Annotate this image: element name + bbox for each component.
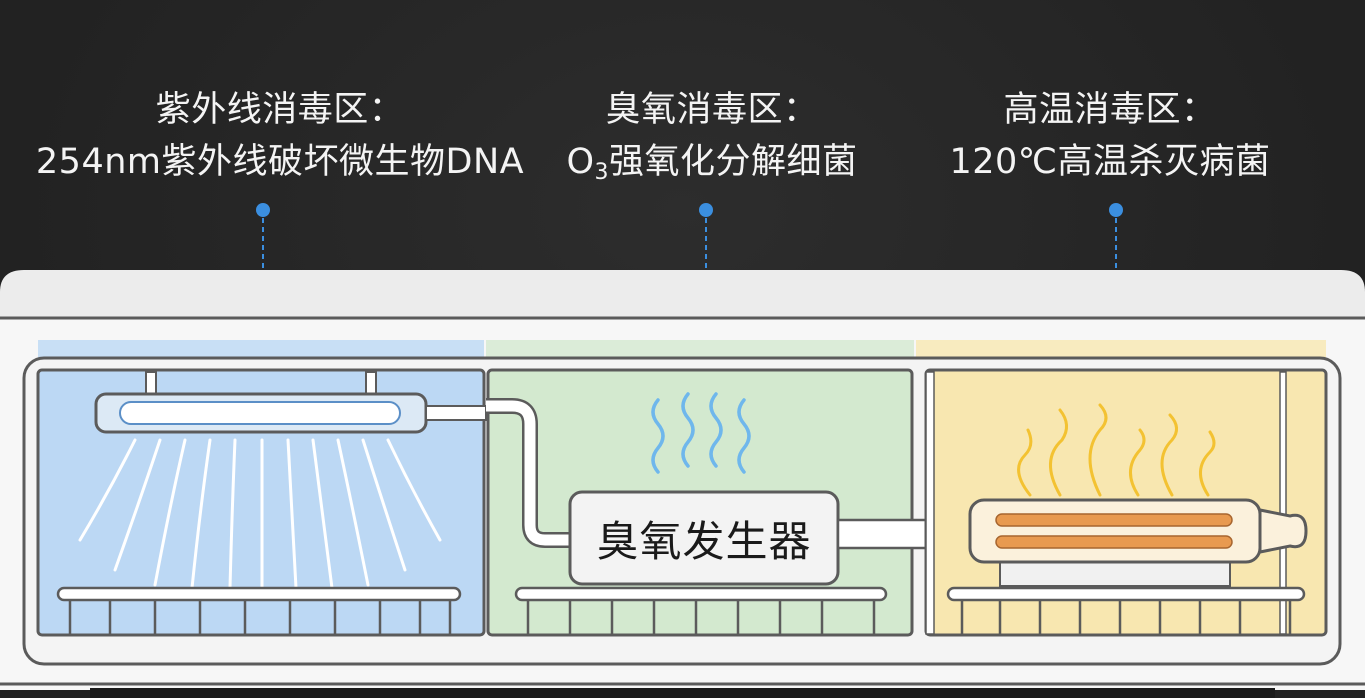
- heat-zone-title: 高温消毒区：: [1003, 90, 1217, 130]
- rack-icon: [56, 586, 462, 634]
- rack-icon: [946, 586, 1306, 634]
- ozone-compartment: [486, 368, 930, 637]
- uv-zone-description: 254nm紫外线破坏微生物DNA: [35, 142, 525, 182]
- ozone-formula-o: O: [566, 142, 595, 182]
- uv-lamp-icon: [94, 392, 487, 434]
- heat-zone-label: 高温消毒区： 120℃高温杀灭病菌: [850, 84, 1365, 188]
- uv-zone-title: 紫外线消毒区：: [155, 90, 405, 130]
- ozone-generator-label: 臭氧发生器: [596, 516, 812, 566]
- uv-rays-icon: [78, 438, 442, 590]
- ozone-formula-subscript: 3: [594, 160, 610, 185]
- uv-compartment: [36, 368, 487, 637]
- ozone-zone-title: 臭氧消毒区：: [605, 90, 819, 130]
- ozone-wave-icon: [651, 392, 751, 474]
- rack-icon: [514, 586, 888, 634]
- heater-icon: [968, 498, 1308, 587]
- flame-icon: [1017, 403, 1216, 497]
- ozone-desc-rest: 强氧化分解细菌: [609, 142, 858, 182]
- heat-compartment: [924, 368, 1328, 637]
- heat-zone-description: 120℃高温杀灭病菌: [949, 142, 1271, 182]
- ozone-zone-description: O3强氧化分解细菌: [452, 136, 972, 188]
- ozone-zone-label: 臭氧消毒区： O3强氧化分解细菌: [452, 84, 972, 188]
- uv-zone-label: 紫外线消毒区： 254nm紫外线破坏微生物DNA: [20, 84, 540, 188]
